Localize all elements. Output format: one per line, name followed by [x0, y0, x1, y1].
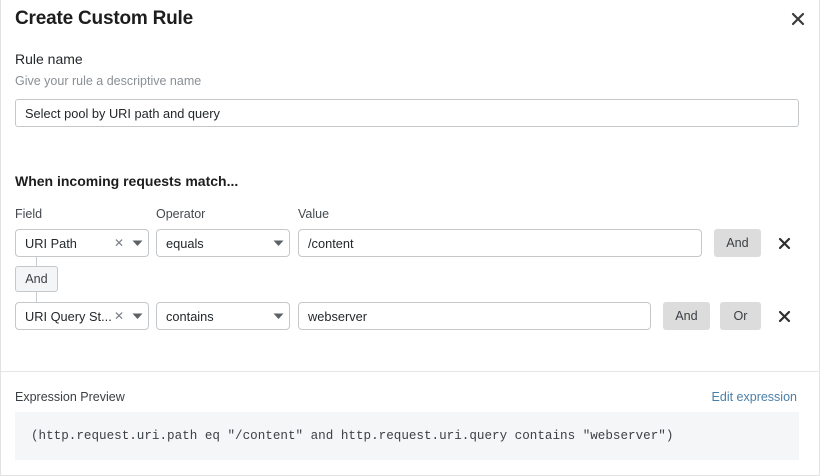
column-header-operator: Operator — [156, 207, 206, 221]
chevron-down-icon-glyph — [273, 313, 283, 319]
rule-name-hint: Give your rule a descriptive name — [15, 74, 202, 88]
chevron-down-icon[interactable] — [267, 240, 289, 247]
field-select-2[interactable]: URI Query St... ✕ — [15, 302, 149, 330]
connector-and-button[interactable]: And — [15, 266, 58, 292]
condition-connector: And — [1, 257, 201, 303]
column-header-field: Field — [15, 207, 43, 221]
clear-icon[interactable]: ✕ — [113, 309, 125, 323]
or-button-2[interactable]: Or — [720, 302, 761, 330]
expression-preview-label: Expression Preview — [15, 390, 125, 404]
field-select-1-value: URI Path — [25, 235, 77, 251]
connector-line-bottom — [36, 292, 37, 302]
chevron-down-icon-glyph — [273, 240, 283, 246]
operator-select-2[interactable]: contains — [156, 302, 290, 330]
chevron-down-icon[interactable] — [126, 313, 148, 320]
rule-name-label: Rule name — [15, 51, 83, 67]
expression-preview-code: (http.request.uri.path eq "/content" and… — [31, 429, 674, 443]
field-select-2-value: URI Query St... — [25, 308, 112, 324]
and-button-1[interactable]: And — [714, 229, 761, 257]
value-input-2[interactable] — [298, 302, 651, 330]
chevron-down-icon-glyph — [132, 313, 142, 319]
conditions-heading: When incoming requests match... — [15, 173, 239, 189]
connector-line-top — [36, 257, 37, 266]
close-icon[interactable] — [787, 8, 809, 30]
dialog-title: Create Custom Rule — [15, 8, 193, 29]
column-header-value: Value — [298, 207, 330, 221]
delete-condition-1[interactable] — [774, 229, 794, 257]
chevron-down-icon[interactable] — [126, 240, 148, 247]
and-button-2[interactable]: And — [663, 302, 710, 330]
operator-select-1-value: equals — [166, 235, 204, 251]
expression-preview-box: (http.request.uri.path eq "/content" and… — [15, 412, 799, 460]
close-icon — [778, 310, 790, 322]
clear-icon[interactable]: ✕ — [113, 236, 125, 250]
chevron-down-icon[interactable] — [267, 313, 289, 320]
chevron-down-icon-glyph — [132, 240, 142, 246]
close-icon — [778, 237, 790, 249]
rule-name-input[interactable] — [15, 99, 799, 127]
operator-select-1[interactable]: equals — [156, 229, 290, 257]
section-divider — [1, 371, 820, 372]
operator-select-2-value: contains — [166, 308, 214, 324]
field-select-1[interactable]: URI Path ✕ — [15, 229, 149, 257]
edit-expression-link[interactable]: Edit expression — [711, 390, 797, 404]
delete-condition-2[interactable] — [774, 302, 794, 330]
value-input-1[interactable] — [298, 229, 702, 257]
close-icon-glyph — [791, 12, 805, 26]
